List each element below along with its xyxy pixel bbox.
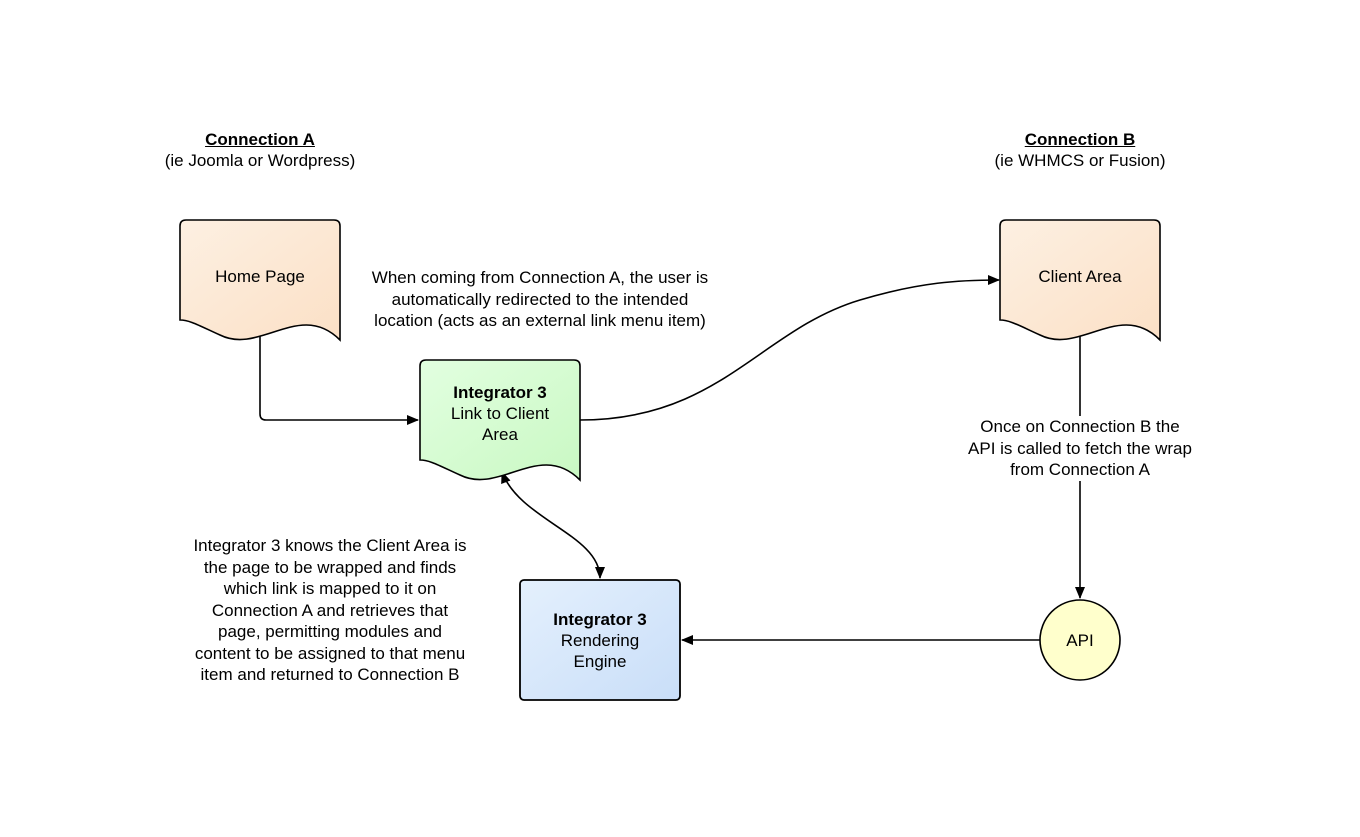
connector-integrator-link-rendering-engine-bidirectional [501,471,605,579]
api-call-note-line: API is called to fetch the wrap [968,438,1192,458]
integrator-link-node: Integrator 3 Link to Client Area [420,380,580,446]
home-page-node: Home Page [180,256,340,296]
redirect-note-line: When coming from Connection A, the user … [371,268,709,287]
client-area-node: Client Area [1000,256,1160,296]
redirect-note-line: automatically redirected to the intended [391,289,689,309]
integrator-knows-note-line: which link is mapped to it on [223,579,437,598]
integrator-knows-note-line: Integrator 3 knows the Client Area is [193,536,467,555]
integrator-link-line1: Link to Client [450,403,550,423]
rendering-engine-node: Integrator 3 Rendering Engine [520,607,680,673]
api-label: API [1066,630,1094,650]
home-page-label: Home Page [215,266,305,286]
api-node: API [1040,620,1120,660]
integrator-knows-note-line: item and returned to Connection B [200,665,460,684]
connection-a-title: Connection A [205,130,315,149]
connection-a-subtitle: (ie Joomla or Wordpress) [164,151,356,170]
api-call-note-line: from Connection A [1010,460,1150,479]
connector-integrator-link-to-client-area [579,275,1000,421]
client-area-label: Client Area [1038,266,1122,286]
connection-b-heading: Connection B (ie WHMCS or Fusion) [950,129,1210,171]
rendering-engine-line2: Engine [573,651,627,671]
integrator-knows-note-line: the page to be wrapped and finds [203,557,457,577]
integrator-knows-note: Integrator 3 knows the Client Area is th… [160,535,500,686]
redirect-note-line: location (acts as an external link menu … [374,311,706,330]
connection-b-subtitle: (ie WHMCS or Fusion) [994,151,1166,170]
rendering-engine-line1: Rendering [560,630,640,650]
home-page-document-shape [179,219,341,342]
connection-a-heading: Connection A (ie Joomla or Wordpress) [130,129,390,171]
api-call-note: Once on Connection B the API is called t… [950,416,1210,481]
rendering-engine-title: Integrator 3 [553,609,647,629]
connection-b-title: Connection B [1024,130,1136,149]
api-circle-shape [1039,599,1121,681]
connector-home-to-integrator-link [259,330,419,425]
rendering-engine-box-shape [519,579,681,701]
integrator-link-title: Integrator 3 [453,382,547,402]
client-area-document-shape [999,219,1161,342]
api-call-note-line: Once on Connection B the [980,417,1180,436]
redirect-note: When coming from Connection A, the user … [340,267,740,332]
integrator-knows-note-line: content to be assigned to that menu [194,643,466,663]
integrator-knows-note-line: page, permitting modules and [218,622,442,641]
integrator-link-line2: Area [482,424,518,444]
integrator-link-document-shape [419,359,581,482]
integrator-knows-note-line: Connection A and retrieves that [211,600,449,620]
